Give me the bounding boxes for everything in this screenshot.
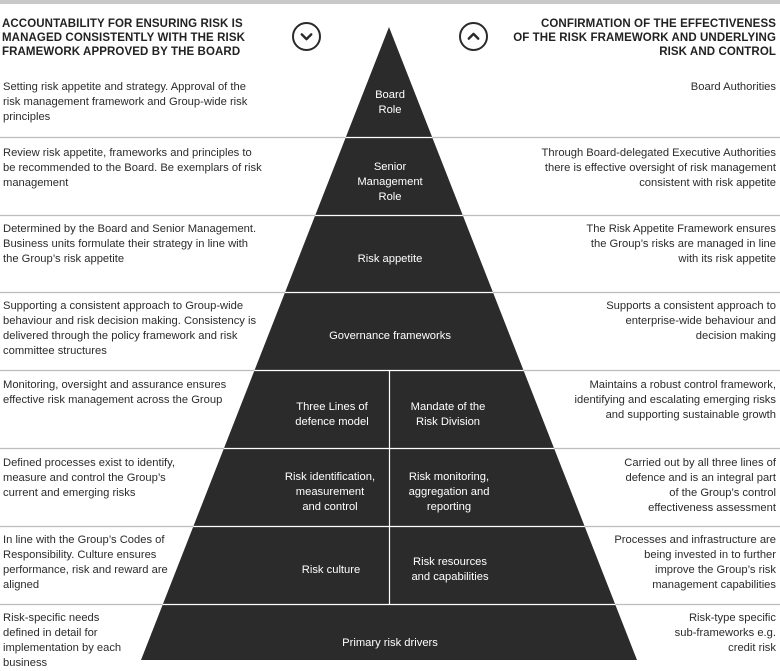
- pyramid-label-risk-monitoring: Risk monitoring, aggregation and reporti…: [408, 471, 490, 513]
- pyramid-label-mandate-risk-division: Mandate of the Risk Division: [410, 401, 486, 428]
- row-2-left-text: Review risk appetite, frameworks and pri…: [3, 147, 262, 189]
- chevron-down-circle-icon: [292, 22, 321, 51]
- pyramid-label-senior-management-role: Senior Management Role: [357, 161, 423, 203]
- right-column-title: CONFIRMATION OF THE EFFECTIVENESS OF THE…: [513, 18, 776, 58]
- pyramid-label-risk-appetite: Risk appetite: [357, 253, 423, 265]
- row-3-right-text: The Risk Appetite Framework ensures the …: [586, 223, 776, 265]
- left-column-title: ACCOUNTABILITY FOR ENSURING RISK IS MANA…: [2, 18, 245, 58]
- chevron-up-circle-icon: [459, 22, 488, 51]
- row-7-right-text: Processes and infrastructure are being i…: [614, 534, 776, 591]
- pyramid-label-risk-identification: Risk identification, measurement and con…: [284, 471, 376, 513]
- top-rule: [0, 0, 780, 4]
- row-5-left-text: Monitoring, oversight and assurance ensu…: [3, 379, 227, 406]
- row-8-right-text: Risk-type specific sub-frameworks e.g. c…: [674, 612, 776, 654]
- row-4-left-text: Supporting a consistent approach to Grou…: [3, 300, 257, 357]
- row-4-right-text: Supports a consistent approach to enterp…: [606, 300, 776, 342]
- row-1-right-text: Board Authorities: [690, 81, 776, 93]
- row-5-right-text: Maintains a robust control framework, id…: [574, 379, 776, 421]
- row-8-left-text: Risk-specific needs defined in detail fo…: [3, 612, 122, 669]
- row-6-left-text: Defined processes exist to identify, mea…: [3, 457, 176, 499]
- row-7-left-text: In line with the Group’s Codes of Respon…: [3, 534, 168, 591]
- pyramid-label-primary-risk-drivers: Primary risk drivers: [342, 637, 438, 649]
- row-3-left-text: Determined by the Board and Senior Manag…: [3, 223, 257, 265]
- pyramid-shape: [141, 27, 637, 660]
- pyramid-label-three-lines-of-defence: Three Lines of defence model: [295, 401, 369, 428]
- pyramid-label-board-role: Board Role: [375, 89, 405, 116]
- row-1-left-text: Setting risk appetite and strategy. Appr…: [3, 81, 248, 123]
- pyramid-label-risk-resources: Risk resources and capabilities: [411, 556, 489, 583]
- row-2-right-text: Through Board-delegated Executive Author…: [541, 147, 776, 189]
- pyramid-label-risk-culture: Risk culture: [301, 564, 361, 576]
- row-6-right-text: Carried out by all three lines of defenc…: [624, 457, 776, 514]
- pyramid-label-governance-frameworks: Governance frameworks: [329, 330, 451, 342]
